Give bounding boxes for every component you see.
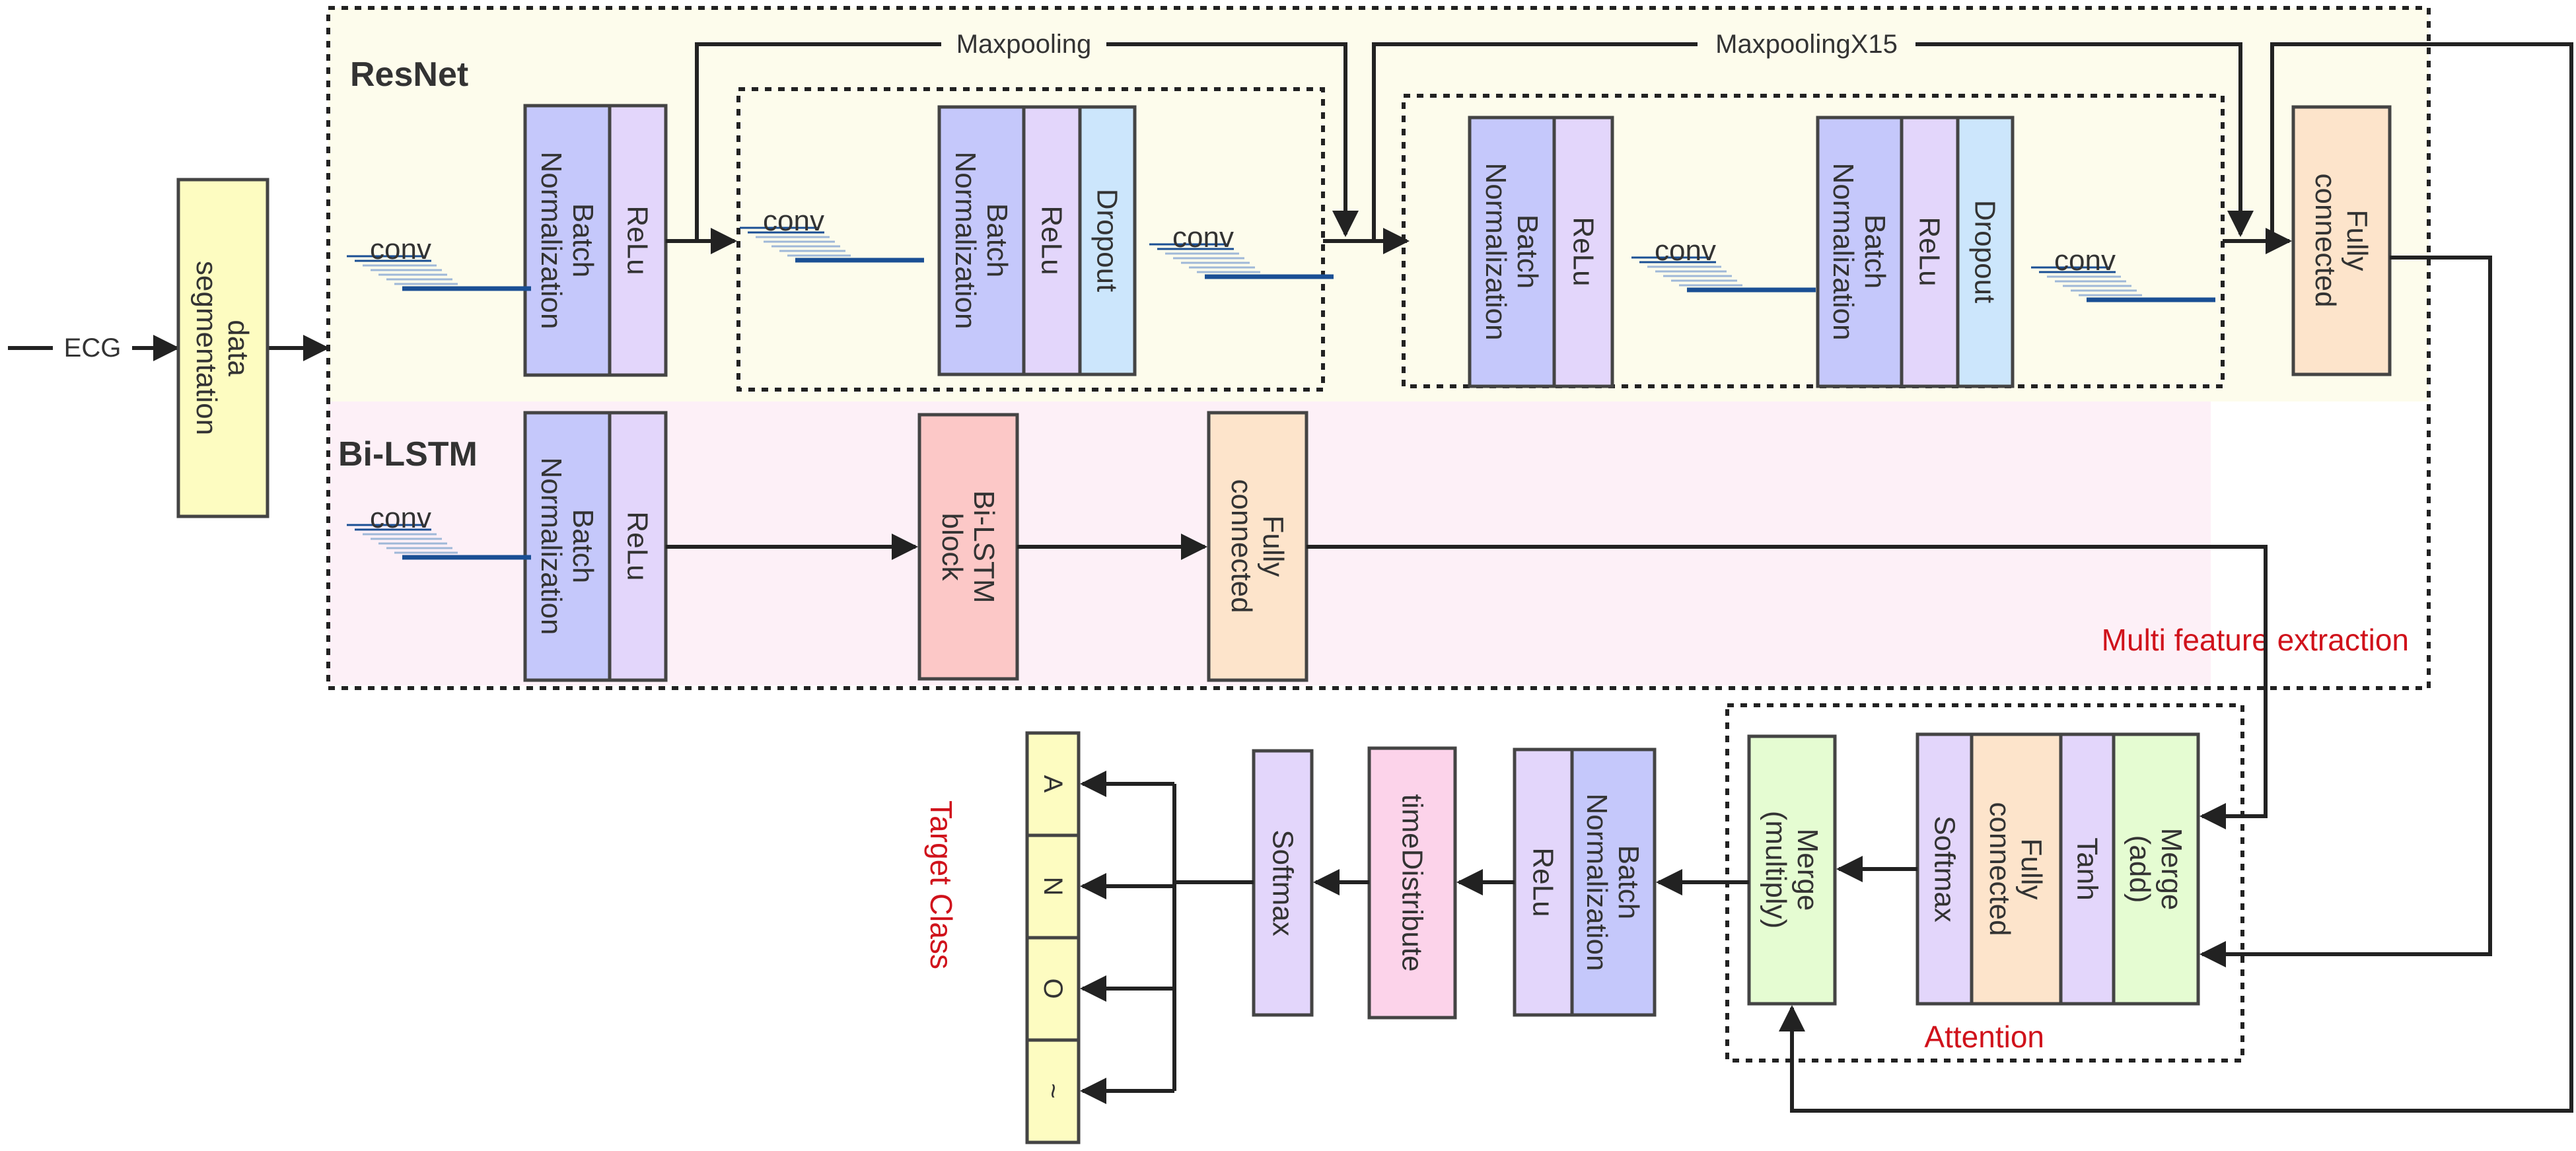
svg-text:Bi-LSTMblock: Bi-LSTMblock — [936, 490, 1000, 603]
bilstm-title: Bi-LSTM — [338, 435, 478, 473]
svg-text:Merge(add): Merge(add) — [2124, 828, 2188, 911]
resnet-dropout-1: Dropout — [1078, 105, 1137, 376]
svg-text:Merge(multiply): Merge(multiply) — [1760, 811, 1824, 928]
resnet-batch-norm-4: BatchNormalization — [1816, 116, 1904, 388]
attention-merge-multiply: Merge(multiply) — [1747, 734, 1837, 1006]
bilstm-fc-to-merge-add-edge — [1306, 545, 2268, 829]
output-softmax: Softmax — [1252, 749, 1314, 1017]
ecg-label: ECG — [64, 333, 122, 363]
data-segmentation-block: datasegmentation — [176, 178, 269, 518]
maxpooling-x15-label: MaxpoolingX15 — [1715, 30, 1898, 59]
resnet-conv-1: conv — [347, 233, 531, 291]
svg-text:ReLu: ReLu — [1567, 217, 1600, 286]
output-time-distribute: timeDistribute — [1367, 746, 1457, 1020]
svg-text:conv: conv — [370, 233, 431, 265]
resnet-conv-3: conv — [1149, 221, 1334, 279]
svg-text:timeDistribute: timeDistribute — [1396, 794, 1429, 972]
svg-text:~: ~ — [1038, 1083, 1067, 1098]
bilstm-relu: ReLu — [608, 411, 668, 682]
target-class-o: O — [1025, 936, 1081, 1042]
resnet-region — [328, 8, 2429, 401]
resnet-conv-5: conv — [2031, 244, 2215, 302]
resnet-fully-connected: Fullyconnected — [2291, 105, 2392, 376]
svg-text:Fullyconnected: Fullyconnected — [1984, 802, 2048, 936]
bilstm-fully-connected: Fullyconnected — [1207, 411, 1308, 682]
svg-text:BatchNormalization: BatchNormalization — [1480, 163, 1544, 341]
attention-tanh: Tanh — [2059, 732, 2116, 1006]
svg-text:Dropout: Dropout — [1969, 200, 2001, 304]
resnet-batch-norm-1: BatchNormalization — [523, 104, 612, 377]
svg-text:N: N — [1038, 877, 1067, 896]
resnet-batch-norm-2: BatchNormalization — [937, 105, 1026, 376]
resnet-relu-2: ReLu — [1022, 105, 1082, 376]
attention-label: Attention — [1924, 1020, 2044, 1054]
resnet-relu-4: ReLu — [1900, 116, 1960, 388]
svg-text:ReLu: ReLu — [1527, 847, 1559, 917]
svg-text:O: O — [1038, 978, 1067, 998]
resnet-relu-3: ReLu — [1552, 116, 1614, 388]
svg-text:Tanh: Tanh — [2071, 837, 2104, 900]
resnet-dropout-2: Dropout — [1956, 116, 2015, 388]
attention-softmax: Softmax — [1915, 732, 1974, 1006]
maxpooling-x15-label-bg — [1698, 29, 1915, 59]
svg-text:conv: conv — [370, 502, 431, 534]
attention-fully-connected: Fullyconnected — [1970, 732, 2063, 1006]
maxpooling-label: Maxpooling — [956, 30, 1092, 59]
svg-text:ReLu: ReLu — [1036, 205, 1068, 275]
bilstm-conv: conv — [347, 502, 531, 560]
resnet-batch-norm-3: BatchNormalization — [1468, 116, 1556, 388]
svg-text:datasegmentation: datasegmentation — [190, 261, 254, 435]
svg-text:BatchNormalization: BatchNormalization — [535, 152, 599, 330]
target-class-a: A — [1025, 731, 1081, 837]
svg-text:BatchNormalization: BatchNormalization — [1581, 794, 1645, 971]
resnet-conv-4: conv — [1631, 234, 1816, 293]
svg-text:A: A — [1038, 775, 1067, 793]
bilstm-batch-norm: BatchNormalization — [523, 411, 612, 682]
bilstm-block: Bi-LSTMblock — [917, 413, 1019, 681]
target-class-label: Target Class — [924, 800, 958, 969]
svg-text:Fullyconnected: Fullyconnected — [1225, 479, 1289, 613]
svg-text:conv: conv — [2054, 244, 2116, 277]
svg-text:ReLu: ReLu — [1914, 217, 1946, 286]
svg-text:Softmax: Softmax — [1929, 816, 1961, 922]
multi-feature-extraction-label: Multi feature extraction — [2102, 623, 2409, 657]
attention-merge-add: Merge(add) — [2112, 732, 2200, 1006]
svg-text:BatchNormalization: BatchNormalization — [1827, 163, 1891, 341]
svg-text:Softmax: Softmax — [1267, 829, 1299, 936]
svg-text:conv: conv — [1655, 234, 1716, 267]
resnet-conv-2: conv — [740, 205, 924, 263]
svg-text:Dropout: Dropout — [1091, 189, 1124, 293]
output-relu: ReLu — [1513, 748, 1574, 1017]
svg-text:ReLu: ReLu — [622, 511, 654, 580]
svg-text:conv: conv — [763, 205, 824, 237]
target-class-n: N — [1025, 833, 1081, 940]
svg-text:BatchNormalization: BatchNormalization — [949, 152, 1013, 330]
maxpooling-label-bg — [941, 29, 1106, 59]
svg-text:BatchNormalization: BatchNormalization — [535, 458, 599, 635]
target-class-tilde: ~ — [1025, 1038, 1081, 1144]
resnet-inner-group-1 — [736, 87, 1325, 392]
resnet-fc-to-merge-add-edge — [2200, 256, 2492, 967]
resnet-residual-to-merge-multiply-edge — [1779, 42, 2573, 1113]
resnet-title: ResNet — [350, 55, 468, 94]
svg-text:ReLu: ReLu — [622, 205, 654, 275]
svg-text:conv: conv — [1172, 221, 1234, 254]
resnet-relu-1: ReLu — [608, 104, 668, 377]
svg-text:Fullyconnected: Fullyconnected — [2309, 173, 2373, 307]
output-batch-norm: BatchNormalization — [1570, 748, 1657, 1017]
